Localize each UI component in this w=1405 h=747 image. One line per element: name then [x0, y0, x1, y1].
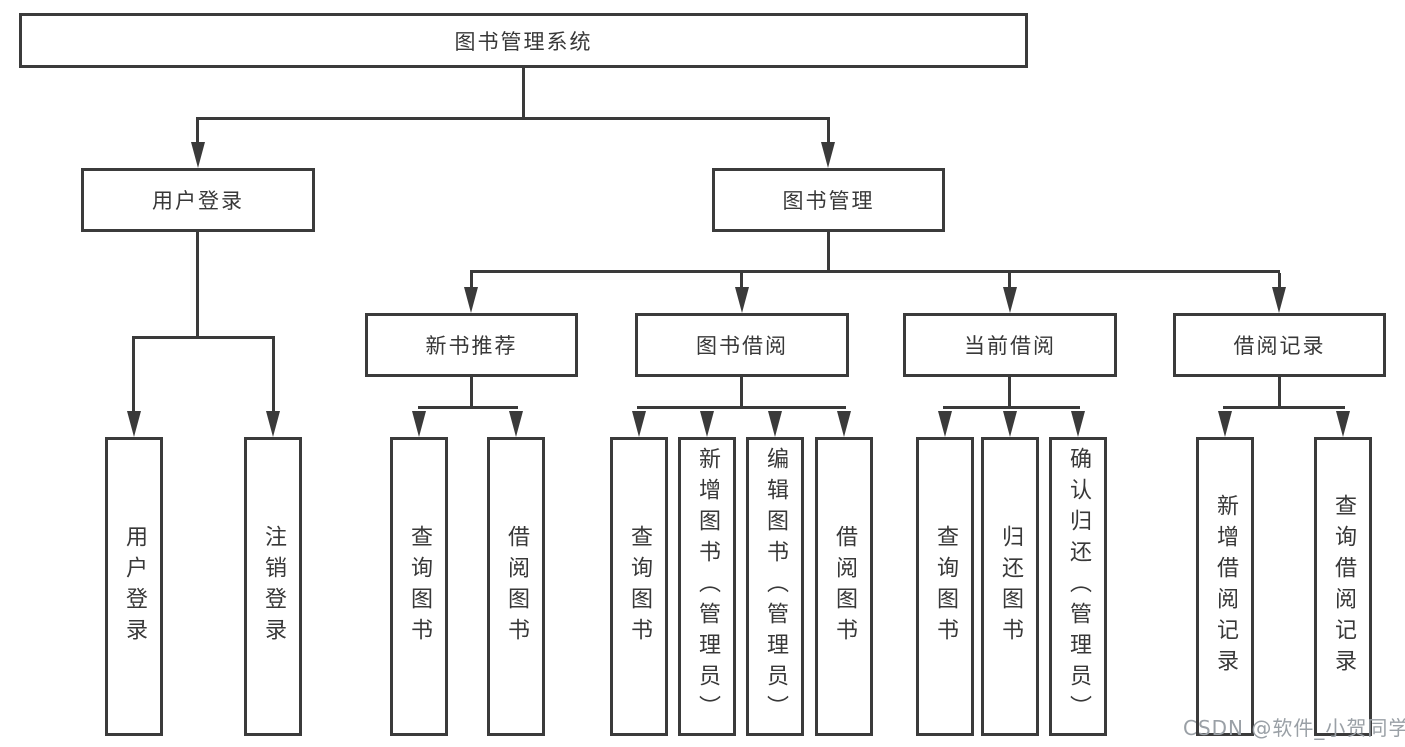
- node-user-login: 用户登录: [81, 168, 315, 232]
- connector-bookmgmt-cross: [470, 270, 1280, 273]
- arrow-down-icon: [1272, 287, 1286, 313]
- arrow-down-icon: [1218, 411, 1232, 437]
- arrow-down-icon: [1336, 411, 1350, 437]
- leaf-borrow-edit-label: 编辑图书（管理员）: [763, 447, 788, 726]
- node-book-mgmt: 图书管理: [712, 168, 945, 232]
- arrow-down-icon: [127, 411, 141, 437]
- arrow-down-icon: [191, 142, 205, 168]
- node-new-book-rec: 新书推荐: [365, 313, 578, 377]
- csdn-watermark: CSDN @软件_小贺同学: [1183, 716, 1405, 740]
- connector-bookmgmt-drop-4: [1278, 273, 1281, 289]
- arrow-down-icon: [938, 411, 952, 437]
- arrow-down-icon: [1003, 287, 1017, 313]
- node-book-borrow: 图书借阅: [635, 313, 849, 377]
- arrow-down-icon: [1003, 411, 1017, 437]
- leaf-borrow-borrow-label: 借阅图书: [832, 524, 857, 649]
- connector-userlogin-drop-left: [132, 339, 135, 413]
- leaf-logout-label: 注销登录: [261, 524, 286, 649]
- connector-root-trunk: [522, 68, 525, 117]
- arrow-down-icon: [700, 411, 714, 437]
- arrow-down-icon: [509, 411, 523, 437]
- connector-records-cross: [1223, 406, 1345, 409]
- leaf-borrow-add: 新增图书（管理员）: [678, 437, 736, 736]
- leaf-user-login-label: 用户登录: [122, 524, 147, 649]
- leaf-current-return-label: 归还图书: [998, 524, 1023, 649]
- leaf-current-query-label: 查询图书: [933, 524, 958, 649]
- connector-userlogin-trunk: [196, 232, 199, 336]
- leaf-records-query-label: 查询借阅记录: [1331, 493, 1356, 680]
- node-current-borrow-label: 当前借阅: [964, 334, 1056, 358]
- node-book-mgmt-label: 图书管理: [782, 189, 875, 213]
- node-borrow-records: 借阅记录: [1173, 313, 1386, 377]
- leaf-borrow-add-label: 新增图书（管理员）: [695, 447, 720, 726]
- leaf-current-confirm: 确认归还（管理员）: [1049, 437, 1107, 736]
- connector-newbook-cross: [418, 406, 518, 409]
- arrow-down-icon: [632, 411, 646, 437]
- arrow-down-icon: [821, 142, 835, 168]
- node-current-borrow: 当前借阅: [903, 313, 1117, 377]
- connector-records-trunk: [1278, 377, 1281, 406]
- arrow-down-icon: [412, 411, 426, 437]
- leaf-borrow-query: 查询图书: [610, 437, 668, 736]
- connector-root-drop-right: [827, 120, 830, 146]
- connector-borrow-cross: [637, 406, 846, 409]
- connector-newbook-trunk: [470, 377, 473, 406]
- connector-root-cross: [196, 117, 830, 120]
- connector-current-cross: [943, 406, 1080, 409]
- connector-current-trunk: [1008, 377, 1011, 406]
- leaf-user-login: 用户登录: [105, 437, 163, 736]
- leaf-newbook-query-label: 查询图书: [407, 524, 432, 649]
- arrow-down-icon: [735, 287, 749, 313]
- node-book-borrow-label: 图书借阅: [696, 334, 788, 358]
- leaf-borrow-edit: 编辑图书（管理员）: [746, 437, 804, 736]
- leaf-newbook-query: 查询图书: [390, 437, 448, 736]
- node-user-login-label: 用户登录: [152, 189, 244, 213]
- leaf-current-query: 查询图书: [916, 437, 974, 736]
- arrow-down-icon: [464, 287, 478, 313]
- leaf-current-return: 归还图书: [981, 437, 1039, 736]
- connector-borrow-trunk: [740, 377, 743, 406]
- leaf-records-query: 查询借阅记录: [1314, 437, 1372, 736]
- connector-bookmgmt-trunk: [827, 232, 830, 270]
- leaf-records-add: 新增借阅记录: [1196, 437, 1254, 736]
- node-root-label: 图书管理系统: [454, 29, 593, 54]
- leaf-borrow-borrow: 借阅图书: [815, 437, 873, 736]
- connector-userlogin-drop-right: [272, 339, 275, 413]
- leaf-records-add-label: 新增借阅记录: [1213, 493, 1238, 680]
- connector-userlogin-cross: [132, 336, 275, 339]
- leaf-current-confirm-label: 确认归还（管理员）: [1066, 447, 1091, 726]
- arrow-down-icon: [768, 411, 782, 437]
- leaf-newbook-borrow: 借阅图书: [487, 437, 545, 736]
- leaf-borrow-query-label: 查询图书: [627, 524, 652, 649]
- node-borrow-records-label: 借阅记录: [1233, 334, 1326, 358]
- arrow-down-icon: [1071, 411, 1085, 437]
- connector-bookmgmt-drop-2: [740, 273, 743, 289]
- connector-bookmgmt-drop-1: [470, 273, 473, 289]
- leaf-logout: 注销登录: [244, 437, 302, 736]
- connector-bookmgmt-drop-3: [1008, 273, 1011, 289]
- connector-root-drop-left: [196, 120, 199, 146]
- leaf-newbook-borrow-label: 借阅图书: [504, 524, 529, 649]
- arrow-down-icon: [837, 411, 851, 437]
- arrow-down-icon: [266, 411, 280, 437]
- node-root: 图书管理系统: [19, 13, 1028, 68]
- node-new-book-rec-label: 新书推荐: [425, 334, 518, 358]
